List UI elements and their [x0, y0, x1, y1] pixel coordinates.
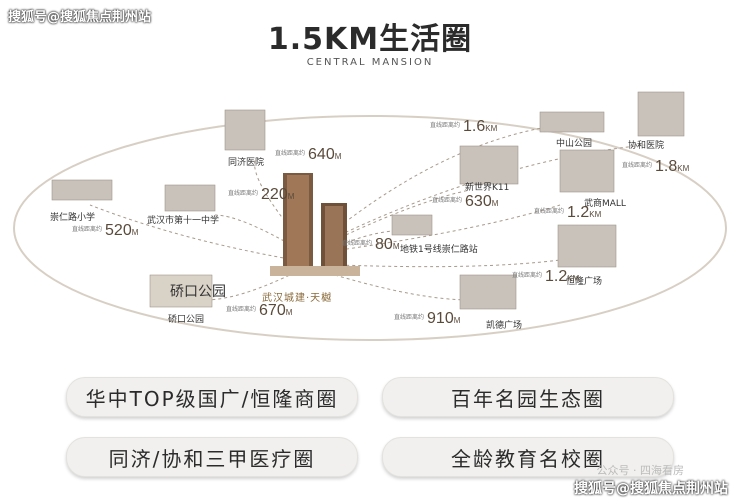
central-towers	[270, 173, 360, 276]
building-kaide	[459, 274, 517, 310]
page-title: 1.5KM生活圈	[267, 22, 473, 57]
watermark-top: 搜狐号@搜狐焦点荆州站	[8, 10, 152, 25]
qiaokou-logo-text: 硚口公园	[170, 284, 226, 300]
building-xiehe	[637, 91, 685, 137]
building-qiaokou	[149, 274, 213, 308]
feature-pill-ecology: 百年名园生态圈	[382, 377, 674, 417]
building-chongren	[51, 179, 113, 201]
building-zhongshan	[539, 111, 605, 133]
label-xiehe: 协和医院	[628, 141, 665, 151]
label-zhongshan: 中山公园	[556, 139, 593, 149]
feature-pill-medical: 同济/协和三甲医疗圈	[66, 437, 358, 477]
label-wushang: 武商MALL	[584, 199, 626, 209]
project-label: 武汉城建·天樾	[262, 293, 333, 304]
label-chongren: 崇仁路小学	[50, 213, 96, 223]
watermark-bottom: 搜狐号@搜狐焦点荆州站	[574, 481, 728, 497]
building-school11	[164, 184, 216, 212]
label-qiaokou: 硚口公园	[168, 315, 205, 325]
label-metro: 地铁1号线崇仁路站	[400, 245, 478, 255]
label-kaide: 凯德广场	[486, 321, 523, 331]
watermark-faint: 公众号 · 四海看房	[596, 464, 685, 477]
radius-ring	[13, 115, 727, 341]
feature-pill-education: 全龄教育名校圈	[382, 437, 674, 477]
page-subtitle: CENTRAL MANSION	[306, 57, 434, 68]
label-henglong: 恒隆广场	[566, 277, 603, 287]
feature-pill-commerce: 华中TOP级国广/恒隆商圈	[66, 377, 358, 417]
label-tongji: 同济医院	[228, 158, 265, 168]
label-k11: 新世界K11	[465, 183, 510, 193]
building-tongji	[224, 109, 266, 151]
label-school11: 武汉市第十一中学	[147, 216, 220, 226]
building-wushang	[559, 149, 615, 193]
building-k11	[459, 145, 519, 185]
building-metro	[391, 214, 433, 236]
building-henglong	[557, 224, 617, 268]
